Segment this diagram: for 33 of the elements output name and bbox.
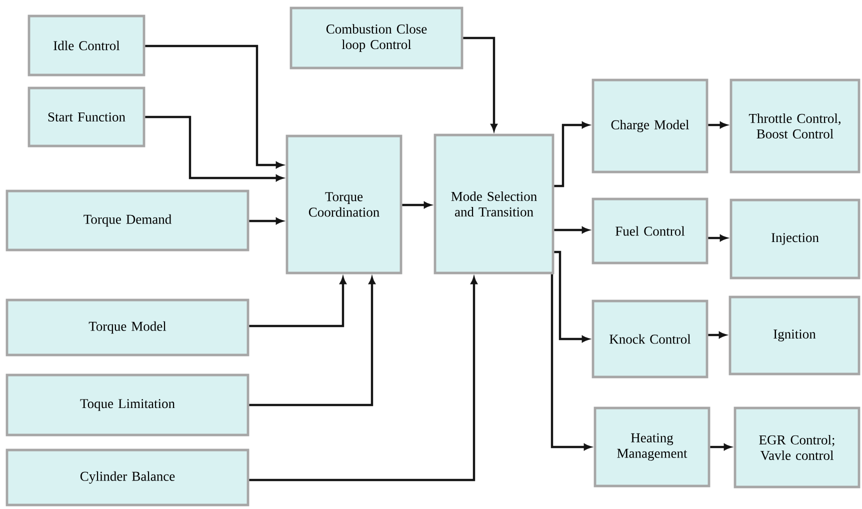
process-box: Throttle Control, Boost Control	[730, 78, 860, 174]
process-box: Idle Control	[28, 14, 146, 76]
arrow	[554, 122, 589, 188]
process-box: Charge Model	[592, 78, 708, 174]
process-box: Mode Selection and Transition	[434, 134, 554, 274]
process-box: Cylinder Balance	[6, 448, 250, 506]
process-box: Start Function	[28, 86, 146, 148]
arrow	[249, 277, 478, 482]
process-box: Torque Coordination	[286, 134, 402, 274]
arrow	[463, 36, 498, 131]
arrow	[402, 202, 431, 208]
arrow	[145, 44, 283, 168]
process-box: Torque Model	[6, 298, 250, 356]
arrow	[708, 122, 727, 128]
process-box: Ignition	[728, 296, 860, 376]
process-box: Injection	[730, 198, 860, 280]
arrow	[249, 218, 283, 224]
process-box: Torque Demand	[6, 190, 250, 252]
arrow	[708, 332, 726, 338]
process-box: Heating Management	[594, 406, 710, 488]
process-box: Toque Limitation	[6, 374, 250, 436]
arrow	[145, 116, 283, 182]
arrow	[708, 234, 727, 242]
arrow	[710, 444, 731, 450]
process-box: EGR Control; Vavle control	[734, 406, 860, 488]
arrow	[554, 250, 589, 342]
process-box: Combustion Close loop Control	[290, 6, 464, 70]
arrow	[249, 277, 346, 328]
arrow	[249, 277, 376, 406]
arrow	[550, 274, 591, 450]
arrow	[554, 226, 589, 234]
process-box: Knock Control	[592, 300, 708, 378]
process-box: Fuel Control	[592, 198, 708, 264]
